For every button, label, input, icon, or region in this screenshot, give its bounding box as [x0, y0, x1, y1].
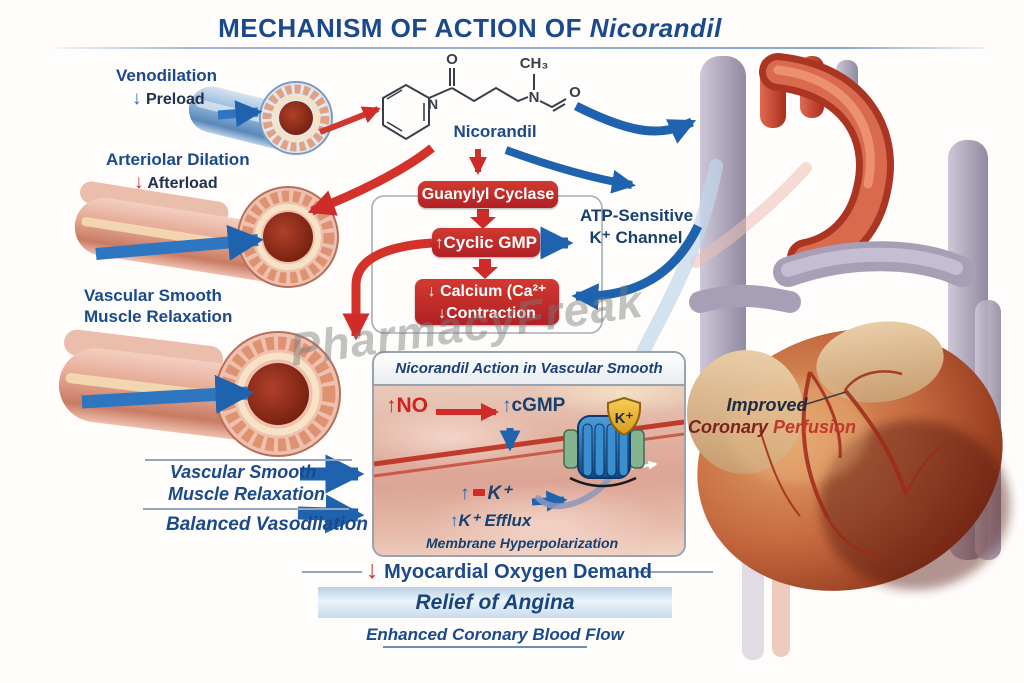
- vsm-relaxation-upper-label: Vascular Smooth Muscle Relaxation: [84, 285, 232, 327]
- vsm-mid-line1: Vascular Smooth: [169, 462, 317, 482]
- title-drug-name: Nicorandil: [589, 13, 722, 43]
- contraction-line: ↓Contraction: [438, 305, 536, 322]
- k-shield-badge: [606, 396, 642, 437]
- ca-text: Ca²⁺: [445, 552, 481, 555]
- calcium-contraction-label: ↓Ca²⁺ ↓ Contraction: [436, 552, 594, 555]
- k-text: K⁺: [487, 483, 512, 504]
- title-underline: [55, 47, 985, 49]
- perfusion-text: Perfusion: [773, 417, 857, 437]
- atom-n: N: [529, 89, 540, 106]
- title-prefix: MECHANISM OF ACTION OF: [218, 13, 590, 43]
- balanced-vasodilation-label: Balanced Vasodilation: [166, 514, 369, 535]
- efflux-text: K⁺ Efflux: [458, 511, 532, 530]
- enhanced-flow-underline: [383, 646, 587, 648]
- k-potential-label: ↑ K⁺: [460, 482, 511, 505]
- cyclic-gmp-box: ↑Cyclic GMP: [432, 228, 540, 257]
- smooth-muscle-cell-panel: Nicorandil Action in Vascular Smooth Mus…: [372, 351, 686, 557]
- vsm-vessel-illustration: [58, 329, 341, 457]
- enhanced-flow-label: Enhanced Coronary Blood Flow: [366, 625, 624, 644]
- katp-line1: ATP-Sensitive: [580, 206, 694, 225]
- calcium-line: ↓ Calcium (Ca²⁺: [427, 283, 547, 300]
- coronary-arteries: [759, 370, 949, 558]
- vsm-relax-line1: Vascular Smooth: [84, 286, 222, 305]
- blue-arrow-balanced: [297, 494, 365, 534]
- red-down-arrow-1: [470, 209, 496, 229]
- improved-label: Improved: [726, 395, 808, 415]
- divider-line-vsm: [145, 459, 352, 461]
- k-badge-label: K⁺: [615, 410, 634, 427]
- blue-arrow-to-heart: [573, 101, 697, 144]
- ca-down-arrow-icon: ↓: [436, 552, 445, 555]
- atom-ch3: CH₃: [520, 55, 549, 72]
- vsm-mid-line2: Muscle Relaxation: [168, 484, 326, 504]
- afterload-down-arrow-icon: ↓: [134, 172, 144, 193]
- cgmp-up-arrow-icon: ↑: [502, 395, 512, 416]
- pink-ribbon: [690, 162, 812, 268]
- venodilation-vessel-illustration: [188, 81, 333, 155]
- cgmp-label: ↑cGMP: [502, 395, 565, 417]
- arteriolar-vessel-illustration: [74, 181, 339, 288]
- k-efflux-label: ↑K⁺ Efflux: [450, 511, 531, 531]
- venodilation-label: Venodilation: [116, 66, 218, 85]
- cgmp-text: cGMP: [511, 395, 566, 416]
- divider-line-balanced: [143, 508, 349, 510]
- demand-line-right: [637, 571, 713, 573]
- vsm-relaxation-mid-label: Vascular Smooth Muscle Relaxation: [168, 461, 326, 505]
- katp-line2: K⁺ Channel: [589, 228, 683, 247]
- calcium-contraction-box: ↓ Calcium (Ca²⁺ ↓Contraction: [415, 279, 559, 325]
- no-text: NO: [396, 394, 429, 417]
- katp-channel-label: ATP-Sensitive K⁺ Channel: [580, 205, 694, 249]
- nicorandil-structure: O CH₃ N O N: [382, 51, 581, 141]
- guanylyl-cyclase-box: Guanylyl Cyclase: [418, 181, 558, 208]
- molecule-name-label: Nicorandil: [453, 122, 537, 141]
- atom-ring-n: N: [428, 96, 438, 112]
- blue-arrow-k-to-channel: [531, 490, 568, 512]
- k-up-arrow-icon: ↑: [460, 483, 470, 504]
- no-label: ↑NO: [386, 394, 428, 418]
- relief-of-angina-banner: Relief of Angina: [318, 587, 672, 618]
- heart-illustration: [686, 53, 1010, 660]
- afterload-label: Afterload: [147, 175, 218, 192]
- oxygen-demand-label: ↓ Myocardial Oxygen Demand: [366, 556, 652, 585]
- cell-panel-artwork: K⁺: [374, 396, 684, 512]
- vsm-relax-line2: Muscle Relaxation: [84, 307, 233, 326]
- red-arrow-to-cell-panel: [342, 238, 433, 341]
- minus-charge-icon: [472, 489, 485, 497]
- coronary-perfusion-label: Coronary Perfusion: [688, 417, 857, 438]
- efflux-up-arrow-icon: ↑: [450, 511, 459, 530]
- no-up-arrow-icon: ↑: [386, 394, 397, 417]
- red-down-arrow-2: [472, 259, 498, 279]
- contraction-down-arrow-icon: ↓: [486, 552, 495, 555]
- preload-down-arrow-icon: ↓: [132, 88, 142, 109]
- coronary-text: Coronary: [688, 417, 769, 437]
- demand-text: Myocardial Oxygen Demand: [384, 561, 652, 583]
- preload-label: Preload: [145, 91, 205, 108]
- hyperpolarization-label: Membrane Hyperpolarization: [426, 535, 619, 551]
- blue-curved-arrow-to-calcium: [571, 224, 703, 311]
- callout-line: [799, 391, 847, 407]
- arteriolar-dilation-label: Arteriolar Dilation: [106, 150, 250, 169]
- membrane-stripe-1: [374, 419, 684, 467]
- atom-o2: O: [569, 84, 581, 101]
- cell-panel-header: Nicorandil Action in Vascular Smooth Mus…: [374, 353, 684, 408]
- demand-line-left: [302, 571, 362, 573]
- blue-arrow-to-katp: [504, 146, 636, 194]
- red-arrow-vein-to-molecule: [318, 106, 381, 135]
- cell-panel-body: K⁺ ↑NO ↑cGMP ↑K⁺ ↑K⁺ Efflux Membrane Hyp…: [374, 386, 684, 555]
- atom-o1: O: [446, 51, 458, 68]
- contraction-text: Contraction: [499, 552, 594, 555]
- page-title: MECHANISM OF ACTION OF Nicorandil: [0, 13, 940, 44]
- red-arrow-to-arteriole: [307, 144, 435, 216]
- demand-down-arrow-icon: ↓: [366, 556, 379, 584]
- katp-channel-graphic: K⁺: [535, 396, 645, 510]
